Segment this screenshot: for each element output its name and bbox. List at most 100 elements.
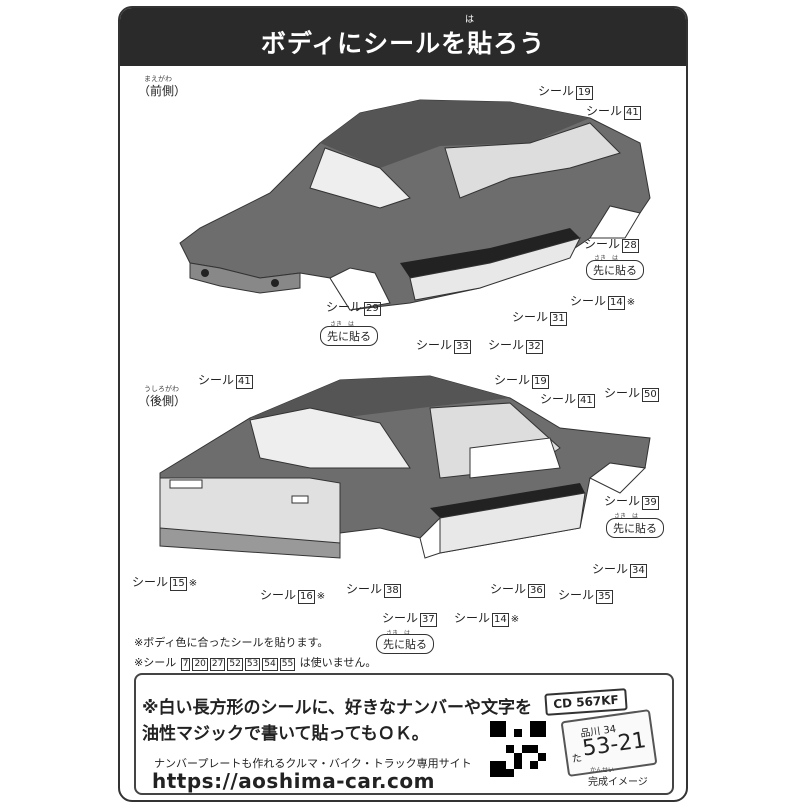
note-body-color: ※ボディ色に合ったシールを貼ります。	[134, 636, 329, 649]
unused-seal-number: 54	[262, 658, 278, 671]
completed-ruby: かんせい	[590, 767, 615, 774]
callout-label: シール	[260, 588, 297, 602]
pill-ruby: さき は	[330, 321, 355, 328]
pill-ruby: さき は	[594, 255, 619, 262]
custom-number-info-box: ※白い長方形のシールに、好きなナンバーや文字を 油性マジックで書いて貼ってもＯＫ…	[134, 673, 674, 795]
seal-number: 35	[596, 590, 613, 604]
callout-label: シール	[604, 386, 641, 400]
info-line-1: ※白い長方形のシールに、好きなナンバーや文字を	[142, 698, 533, 718]
seal-number: 39	[642, 496, 659, 510]
callout-label: シール	[346, 582, 383, 596]
unused-seal-number: 27	[209, 658, 226, 671]
rear-car-illustration	[159, 375, 651, 559]
seal-number: 38	[384, 584, 401, 598]
seal-number: 14	[608, 296, 625, 310]
callout-label: シール	[604, 494, 641, 508]
unused-seal-number: 52	[227, 658, 243, 671]
callout-label: シール	[382, 611, 419, 625]
callout-label: シール	[198, 373, 235, 387]
seal-number: 16	[298, 590, 315, 604]
unused-seal-number: 20	[192, 658, 208, 671]
seal-number: 19	[532, 375, 549, 389]
seal-number: 28	[622, 239, 639, 253]
callout-label: シール	[584, 237, 621, 251]
callout-label: シール	[592, 562, 629, 576]
apply-first-badge: 先に貼る	[606, 518, 664, 538]
site-url-link[interactable]: https://aoshima-car.com	[152, 769, 435, 793]
apply-first-badge: 先に貼る	[586, 260, 644, 280]
title-ruby: は	[465, 15, 475, 25]
qr-code-icon[interactable]	[490, 721, 546, 777]
pill-ruby: さき は	[614, 513, 639, 520]
unused-seal-number: 53	[244, 658, 261, 671]
callout-label: シール	[490, 582, 527, 596]
callout-label: シール	[494, 373, 531, 387]
callout-label: シール	[326, 300, 363, 314]
seal-number: 41	[578, 394, 595, 408]
seal-number: 36	[528, 584, 545, 598]
seal-number: 34	[630, 564, 647, 578]
seal-number: 19	[576, 86, 593, 100]
title-bar: は ボディにシールを貼ろう	[120, 8, 686, 66]
plate-kana: た	[571, 752, 583, 766]
pill-ruby: さき は	[386, 628, 410, 637]
front-label-ruby: まえがわ	[144, 75, 172, 83]
callout-label: シール	[558, 588, 595, 602]
callout-label: シール	[454, 611, 491, 625]
seal-number: 14	[492, 613, 509, 627]
callout-label: シール	[416, 338, 453, 352]
site-description: ナンバープレートも作れるクルマ・バイク・トラック専用サイト	[154, 757, 472, 770]
seal-number: 29	[364, 302, 381, 316]
seal-number: 32	[526, 340, 543, 354]
note-suffix: は使いません。	[299, 656, 377, 669]
seal-number: 41	[624, 106, 641, 120]
seal-number: 33	[454, 340, 471, 354]
page-title: ボディにシールを貼ろう	[260, 29, 546, 58]
callout-label: シール	[512, 310, 549, 324]
rear-label-ruby: うしろがわ	[144, 385, 179, 393]
note-prefix: ※シール	[134, 656, 177, 669]
unused-seal-number: 55	[279, 658, 296, 671]
seal-number: 31	[550, 312, 567, 326]
callout-label: シール	[540, 392, 577, 406]
info-line-2: 油性マジックで書いて貼ってもＯＫ。	[142, 724, 429, 744]
rear-label: （後側）	[138, 394, 187, 408]
seal-number: 41	[236, 375, 253, 389]
completed-image-label: 完成イメージ	[588, 777, 648, 788]
seal-number: 37	[420, 613, 437, 627]
note-mark: ※	[188, 578, 198, 589]
seal-number: 15	[170, 577, 187, 591]
callout-label: シール	[538, 84, 575, 98]
front-car-illustration	[179, 99, 651, 311]
note-mark: ※	[316, 591, 326, 602]
number-seal-sample: CD 567KF	[544, 688, 628, 716]
callout-label: シール	[132, 575, 169, 589]
front-label: （前側）	[138, 84, 187, 98]
callout-label: シール	[570, 294, 607, 308]
seal-number: 50	[642, 388, 659, 402]
callout-label: シール	[488, 338, 525, 352]
